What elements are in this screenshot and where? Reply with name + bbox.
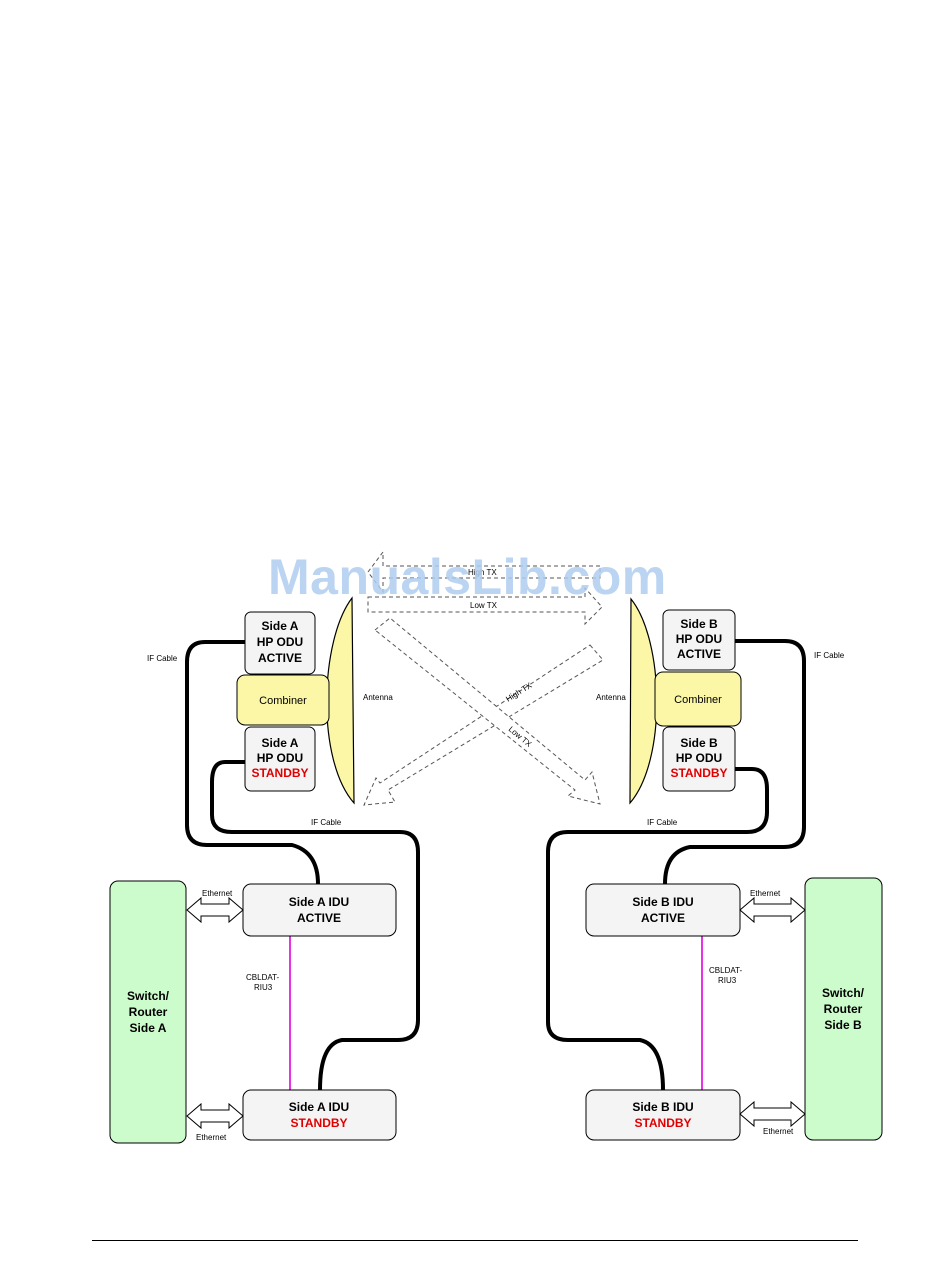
side-a-idu-standby: Side A IDU STANDBY: [242, 1089, 397, 1141]
side-b-ethernet-top-arrow: [739, 896, 806, 924]
side-b-ethernet-bottom-arrow: [739, 1100, 806, 1128]
side-a-antenna-label: Antenna: [363, 693, 393, 702]
side-b-cbldat-label-2: RIU3: [718, 976, 737, 985]
svg-text:HP ODU: HP ODU: [257, 635, 303, 649]
svg-text:Side B: Side B: [824, 1018, 862, 1032]
svg-text:STANDBY: STANDBY: [634, 1116, 691, 1130]
svg-text:Combiner: Combiner: [259, 695, 307, 707]
svg-text:Switch/: Switch/: [127, 989, 170, 1003]
svg-text:Router: Router: [129, 1005, 168, 1019]
svg-text:ACTIVE: ACTIVE: [641, 911, 685, 925]
low-tx-diagonal-arrow: [374, 617, 601, 805]
svg-text:HP ODU: HP ODU: [676, 632, 722, 646]
side-a-if-cable-bottom-label: IF Cable: [311, 818, 342, 827]
side-a-switch-router: Switch/ Router Side A: [109, 880, 187, 1144]
svg-text:Side B: Side B: [680, 736, 718, 750]
side-b-if-cable-active: [663, 639, 806, 885]
high-tx-top-label: High TX: [468, 568, 497, 577]
side-a-idu-active: Side A IDU ACTIVE: [242, 883, 397, 937]
side-a-cbldat-label-1: CBLDAT-: [246, 973, 280, 982]
side-a-cbldat-label-2: RIU3: [254, 983, 273, 992]
svg-text:STANDBY: STANDBY: [290, 1116, 347, 1130]
svg-text:Side A IDU: Side A IDU: [289, 895, 349, 909]
side-b-antenna-label: Antenna: [596, 693, 626, 702]
high-tx-diagonal-arrow: [363, 644, 604, 806]
side-a-ethernet-bottom-label: Ethernet: [196, 1133, 227, 1142]
svg-text:Switch/: Switch/: [822, 986, 865, 1000]
side-a-ethernet-bottom-arrow: [186, 1102, 244, 1130]
side-a-ethernet-top-arrow: [186, 896, 244, 924]
svg-text:ACTIVE: ACTIVE: [297, 911, 341, 925]
svg-text:ACTIVE: ACTIVE: [258, 651, 302, 665]
high-tx-top-arrow: [367, 550, 601, 594]
svg-text:Side A IDU: Side A IDU: [289, 1100, 349, 1114]
side-a-if-cable-standby: [210, 760, 420, 1091]
side-b-idu-active: Side B IDU ACTIVE: [585, 883, 741, 937]
svg-text:HP ODU: HP ODU: [676, 751, 722, 765]
low-tx-top-arrow: [367, 586, 603, 626]
svg-text:Side A: Side A: [130, 1021, 167, 1035]
side-b-odu-standby: Side B HP ODU STANDBY: [662, 726, 736, 792]
footer-divider: [92, 1240, 858, 1241]
side-a-if-cable-top-label: IF Cable: [147, 654, 178, 663]
side-a-if-cable-active: [185, 640, 320, 885]
svg-text:Side B IDU: Side B IDU: [632, 895, 693, 909]
svg-text:Side B IDU: Side B IDU: [632, 1100, 693, 1114]
side-a-odu-standby: Side A HP ODU STANDBY: [244, 726, 316, 792]
side-b-ethernet-top-label: Ethernet: [750, 889, 781, 898]
low-tx-top-label: Low TX: [470, 601, 498, 610]
side-b-if-cable-top-label: IF Cable: [814, 651, 845, 660]
svg-text:Side A: Side A: [262, 736, 299, 750]
svg-text:Router: Router: [824, 1002, 863, 1016]
side-b-antenna: [629, 597, 658, 805]
side-b-odu-active: Side B HP ODU ACTIVE: [662, 609, 736, 671]
side-a-odu-active: Side A HP ODU ACTIVE: [244, 611, 316, 675]
side-b-if-cable-standby: [546, 767, 769, 1091]
svg-text:Side B: Side B: [680, 617, 718, 631]
svg-text:Combiner: Combiner: [674, 694, 722, 706]
svg-text:STANDBY: STANDBY: [251, 766, 308, 780]
side-b-combiner: Combiner: [654, 671, 742, 727]
side-a-combiner: Combiner: [236, 674, 330, 726]
side-b-ethernet-bottom-label: Ethernet: [763, 1127, 794, 1136]
side-b-if-cable-bottom-label: IF Cable: [647, 818, 678, 827]
svg-text:STANDBY: STANDBY: [670, 766, 727, 780]
side-b-idu-standby: Side B IDU STANDBY: [585, 1089, 741, 1141]
side-b-switch-router: Switch/ Router Side B: [804, 877, 883, 1141]
svg-text:HP ODU: HP ODU: [257, 751, 303, 765]
side-b-cbldat-label-1: CBLDAT-: [709, 966, 743, 975]
side-a-ethernet-top-label: Ethernet: [202, 889, 233, 898]
watermark-text: ManualsLib.com: [268, 549, 667, 605]
svg-text:ACTIVE: ACTIVE: [677, 647, 721, 661]
side-a-antenna: [326, 596, 355, 805]
svg-text:Side A: Side A: [262, 619, 299, 633]
